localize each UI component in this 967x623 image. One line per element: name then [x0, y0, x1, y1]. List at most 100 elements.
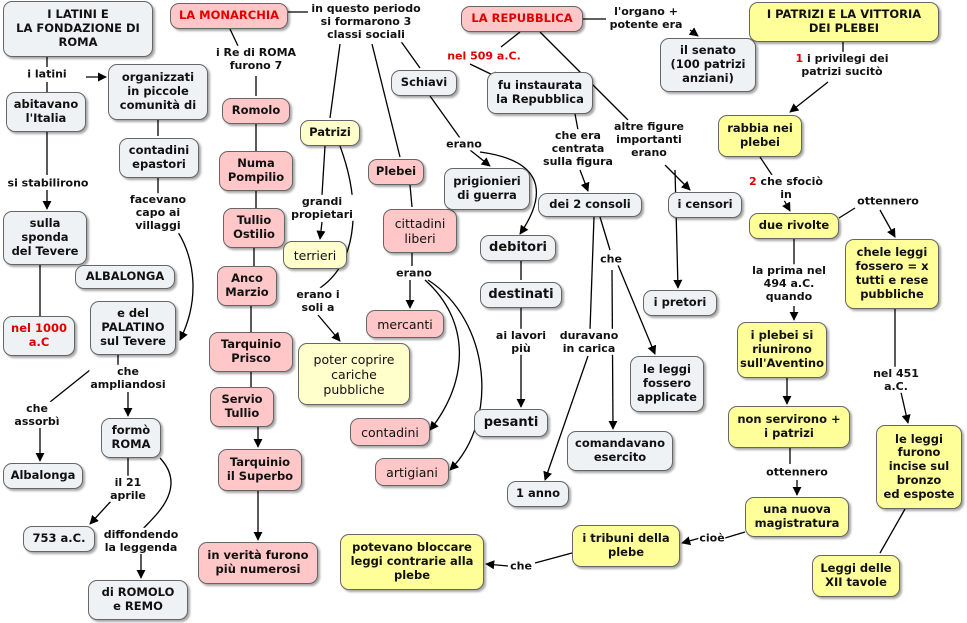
- connector-30: [321, 145, 326, 196]
- node-numa[interactable]: Numa Pompilio: [219, 151, 293, 191]
- connector-14: [89, 499, 113, 525]
- node-anco[interactable]: Anco Marzio: [217, 266, 277, 306]
- node-chele-leggi[interactable]: chele leggi fossero = x tutti e rese pub…: [845, 239, 939, 309]
- connector-53: [543, 355, 589, 481]
- node-plebei[interactable]: Plebei: [368, 159, 424, 185]
- node-leggi-applicate[interactable]: le leggi fossero applicate: [630, 356, 704, 412]
- connector-52: [589, 216, 595, 331]
- label-sfocio-text: che sfociò in: [760, 174, 823, 201]
- label-ottennero-1: ottennero: [856, 194, 920, 208]
- connector-38: [427, 279, 483, 471]
- node-monarchia[interactable]: LA MONARCHIA: [170, 3, 288, 29]
- connector-61: [759, 156, 775, 179]
- node-xii-tavole[interactable]: Leggi delle XII tavole: [812, 555, 900, 597]
- node-formo-roma[interactable]: formò ROMA: [101, 418, 161, 458]
- node-artigiani[interactable]: artigiani: [375, 458, 449, 486]
- node-patrizi[interactable]: Patrizi: [300, 120, 360, 146]
- node-patrizi-vittoria[interactable]: I PATRIZI E LA VITTORIA DEI PLEBEI: [749, 2, 939, 42]
- node-terrieri[interactable]: terrieri: [283, 241, 347, 269]
- node-organizzati[interactable]: organizzati in piccole comunità di: [108, 64, 208, 120]
- node-schiavi[interactable]: Schiavi: [391, 70, 457, 96]
- node-romolo[interactable]: Romolo: [222, 98, 290, 124]
- label-altre-figure: altre figure importanti erano: [613, 120, 685, 160]
- connector-60: [789, 81, 829, 113]
- label-nel509: nel 509 a.C.: [447, 49, 521, 63]
- node-bloccare[interactable]: potevano bloccare leggi contrarie alla p…: [340, 534, 484, 590]
- node-mercanti[interactable]: mercanti: [366, 310, 444, 338]
- label-i-latini: i latini: [26, 67, 68, 81]
- node-destinati[interactable]: destinati: [480, 282, 562, 308]
- label-ottennero-2: ottennero: [765, 465, 829, 479]
- label-erano-i-soli: erano i soli a: [295, 287, 341, 315]
- node-pesanti[interactable]: pesanti: [474, 409, 548, 437]
- connector-33: [317, 314, 341, 342]
- node-contadini[interactable]: contadini: [350, 418, 430, 446]
- label-organo: l'organo + potente era: [608, 4, 684, 32]
- connector-58: [673, 169, 683, 289]
- label-ai-lavori: ai lavori più: [494, 328, 548, 356]
- node-tarquinio-superbo[interactable]: Tarquinio il Superbo: [218, 449, 302, 491]
- node-poter-coprire[interactable]: poter coprire cariche pubbliche: [298, 343, 410, 405]
- node-prigionieri[interactable]: prigionieri di guerra: [444, 168, 530, 210]
- label-che-assorbi: che assorbì: [13, 401, 61, 429]
- node-piu-numerosi[interactable]: in verità furono più numerosi: [198, 542, 318, 584]
- node-cittadini-liberi[interactable]: cittadini liberi: [383, 209, 457, 253]
- node-753[interactable]: 753 a.C.: [23, 526, 95, 552]
- node-romolo-remo[interactable]: di ROMOLO e REMO: [88, 580, 188, 620]
- node-senato[interactable]: il senato (100 patrizi anziani): [660, 38, 756, 92]
- node-nel1000[interactable]: nel 1000 a.C: [3, 316, 75, 356]
- node-comandavano[interactable]: comandavano esercito: [567, 431, 673, 471]
- node-albalonga-caps[interactable]: ALBALONGA: [75, 265, 175, 289]
- label-cioe: cioè: [698, 531, 726, 545]
- node-rabbia[interactable]: rabbia nei plebei: [718, 115, 802, 157]
- label-sfocio-num: 2: [749, 174, 757, 188]
- connector-10: [49, 365, 96, 403]
- connector-51: [579, 169, 590, 192]
- node-tarquinio-prisco[interactable]: Tarquinio Prisco: [209, 332, 293, 372]
- node-aventino[interactable]: i plebei si riunirono sull'Aventino: [737, 322, 827, 378]
- node-censori[interactable]: i censori: [668, 192, 742, 218]
- label-che-consoli: che: [599, 252, 623, 266]
- connector-50: [574, 113, 579, 131]
- connector-17: [229, 28, 239, 47]
- node-sponda[interactable]: sulla sponda del Tevere: [3, 211, 87, 265]
- node-abitavano[interactable]: abitavano l'Italia: [6, 92, 86, 132]
- connector-41: [479, 151, 537, 235]
- node-albalonga[interactable]: Albalonga: [3, 463, 83, 489]
- node-servio[interactable]: Servio Tullio: [210, 387, 274, 427]
- node-palatino[interactable]: e del PALATINO sul Tevere: [90, 301, 176, 355]
- node-contadini-pastori[interactable]: contadini epastori: [119, 138, 199, 178]
- node-latini-roma[interactable]: I LATINI E LA FONDAZIONE DI ROMA: [3, 1, 153, 57]
- node-pretori[interactable]: i pretori: [643, 290, 717, 316]
- label-nel451: nel 451 a.C.: [860, 366, 932, 394]
- node-debitori[interactable]: debitori: [480, 235, 556, 261]
- label-sfocio: 2 che sfociò in: [748, 174, 824, 202]
- node-un-anno[interactable]: 1 anno: [507, 481, 569, 507]
- label-in-questo-periodo: in questo periodo si formarono 3 classi …: [310, 2, 422, 42]
- connector-40: [469, 149, 491, 167]
- label-facevano-capo: facevano capo ai villaggi: [128, 193, 188, 233]
- connector-75: [485, 560, 509, 570]
- connector-74: [534, 552, 573, 564]
- node-repubblica[interactable]: LA REPUBBLICA: [461, 6, 583, 32]
- node-tullio-ostilio[interactable]: Tullio Ostilio: [223, 208, 285, 248]
- node-consoli[interactable]: dei 2 consoli: [538, 193, 642, 217]
- node-due-rivolte[interactable]: due rivolte: [749, 213, 839, 239]
- connector-76: [879, 508, 906, 554]
- node-tribuni[interactable]: i tribuni della plebe: [572, 525, 680, 567]
- connector-34: [409, 184, 413, 208]
- connector-56: [617, 264, 657, 355]
- connector-71: [899, 387, 911, 424]
- label-il21aprile: il 21 aprile: [109, 475, 147, 503]
- label-privilegi-num: 1: [795, 51, 804, 65]
- node-instaurata[interactable]: fu instaurata la Repubblica: [487, 72, 593, 114]
- node-magistratura[interactable]: una nuova magistratura: [745, 497, 849, 537]
- connector-72: [724, 531, 746, 539]
- node-non-servirono[interactable]: non servirono + i patrizi: [728, 406, 850, 448]
- label-erano-schiavi: erano: [445, 137, 483, 151]
- node-leggi-incise[interactable]: le leggi furono incise sul bronzo ed esp…: [876, 425, 962, 509]
- connector-73: [681, 536, 701, 546]
- label-centrata: che era centrata sulla figura: [542, 129, 614, 169]
